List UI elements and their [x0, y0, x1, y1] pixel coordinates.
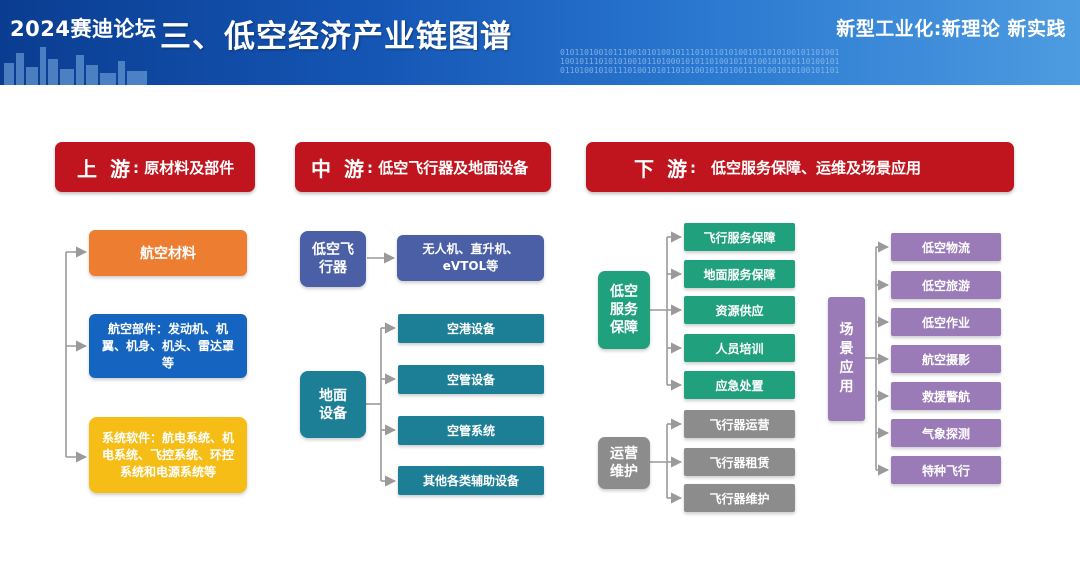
upstream-item-system-software: 系统软件：航电系统、机电系统、飞控系统、环控系统和电源系统等 — [89, 417, 247, 493]
downstream-service-item-label: 飞行服务保障 — [703, 230, 776, 245]
midstream-ground-item: 空管系统 — [398, 416, 544, 445]
midstream-aircraft-label: 低空飞行器 — [312, 242, 354, 276]
slogan: 新型工业化:新理论 新实践 — [836, 18, 1066, 40]
midstream-aircraft-target-label: 无人机、直升机、eVTOL等 — [422, 242, 519, 273]
city-skyline-graphic — [4, 47, 147, 85]
midstream-ground-item-label: 空管系统 — [446, 424, 495, 438]
downstream-service-item-label: 地面服务保障 — [703, 267, 776, 282]
downstream-service-label: 低空服务保障 — [610, 284, 638, 336]
downstream-scenario-item: 救援警航 — [891, 382, 1001, 410]
midstream-ground-item-label: 其他各类辅助设备 — [422, 474, 519, 488]
downstream-maintenance-item: 飞行器维护 — [684, 484, 795, 512]
midstream-ground-item: 空管设备 — [398, 365, 544, 394]
midstream-ground-label: 地面设备 — [319, 387, 347, 422]
downstream-service-item: 飞行服务保障 — [684, 223, 795, 251]
downstream-service-item: 人员培训 — [684, 334, 795, 362]
downstream-scenario-item: 气象探测 — [891, 419, 1001, 447]
midstream-header-main: 中 游 — [311, 156, 367, 181]
upstream-item-label: 航空材料 — [140, 246, 196, 262]
downstream-service-item: 资源供应 — [684, 296, 795, 324]
upstream-item-label: 系统软件：航电系统、机电系统、飞控系统、环控系统和电源系统等 — [101, 430, 234, 479]
midstream-header-sub: : 低空飞行器及地面设备 — [366, 158, 529, 177]
downstream-maintenance-item-label: 飞行器运营 — [709, 417, 770, 432]
midstream-ground-item: 其他各类辅助设备 — [398, 466, 544, 495]
downstream-service-item-label: 人员培训 — [715, 341, 764, 356]
header-banner: 0101101001011100101010010111010110101001… — [0, 0, 1080, 85]
midstream-aircraft-node: 低空飞行器 — [300, 231, 366, 287]
midstream-ground-item: 空港设备 — [398, 314, 544, 343]
upstream-header-sub: : 原材料及部件 — [132, 158, 235, 177]
event-name: 2024赛迪论坛 — [10, 17, 157, 41]
downstream-scenario-item-label: 低空作业 — [921, 315, 970, 330]
upstream-item-aviation-materials: 航空材料 — [89, 230, 247, 276]
downstream-service-item: 地面服务保障 — [684, 260, 795, 288]
downstream-maintenance-item-label: 飞行器维护 — [709, 491, 770, 506]
downstream-scenario-item-label: 救援警航 — [921, 389, 970, 404]
downstream-service-node: 低空服务保障 — [598, 271, 650, 349]
downstream-header-sub: : 低空服务保障、运维及场景应用 — [689, 158, 921, 177]
downstream-header: 下 游 : 低空服务保障、运维及场景应用 — [586, 142, 1014, 192]
page-title: 三、低空经济产业链图谱 — [160, 19, 512, 55]
downstream-maintenance-item-label: 飞行器租赁 — [709, 455, 770, 470]
downstream-maintenance-item: 飞行器运营 — [684, 410, 795, 438]
binary-pattern: 0101101001011100101010010111010110101001… — [560, 48, 1080, 84]
midstream-ground-item-label: 空管设备 — [446, 373, 495, 387]
upstream-item-label: 航空部件：发动机、机翼、机身、机头、雷达罩等 — [101, 321, 234, 370]
midstream-aircraft-types: 无人机、直升机、eVTOL等 — [397, 235, 544, 281]
downstream-service-item-label: 应急处置 — [715, 378, 764, 393]
downstream-scenario-item: 航空摄影 — [891, 345, 1001, 373]
midstream-header: 中 游 : 低空飞行器及地面设备 — [295, 142, 551, 192]
downstream-service-item: 应急处置 — [684, 371, 795, 399]
downstream-scenario-item-label: 低空物流 — [921, 240, 970, 255]
midstream-ground-item-label: 空港设备 — [446, 322, 495, 336]
downstream-header-main: 下 游 — [634, 156, 690, 181]
downstream-scenario-item-label: 气象探测 — [921, 426, 970, 441]
binary-text: 0101101001011100101010010111010110101001… — [560, 48, 840, 75]
downstream-scenario-item: 低空旅游 — [891, 271, 1001, 299]
upstream-header: 上 游 : 原材料及部件 — [55, 142, 255, 192]
downstream-scenario-item: 特种飞行 — [891, 456, 1001, 484]
downstream-scenario-item: 低空作业 — [891, 308, 1001, 336]
downstream-scenario-item-label: 航空摄影 — [921, 352, 970, 367]
upstream-header-main: 上 游 — [77, 156, 133, 181]
downstream-maintenance-node: 运营维护 — [598, 437, 650, 489]
downstream-maintenance-item: 飞行器租赁 — [684, 448, 795, 476]
downstream-scenario-label: 场景应用 — [839, 322, 854, 395]
downstream-service-item-label: 资源供应 — [715, 303, 764, 318]
upstream-item-aviation-parts: 航空部件：发动机、机翼、机身、机头、雷达罩等 — [89, 314, 247, 378]
downstream-maintenance-label: 运营维护 — [610, 446, 638, 480]
downstream-scenario-item-label: 低空旅游 — [921, 278, 970, 293]
midstream-ground-node: 地面设备 — [300, 371, 366, 438]
downstream-scenario-node: 场景应用 — [828, 297, 865, 421]
downstream-scenario-item: 低空物流 — [891, 233, 1001, 261]
downstream-scenario-item-label: 特种飞行 — [921, 463, 970, 478]
